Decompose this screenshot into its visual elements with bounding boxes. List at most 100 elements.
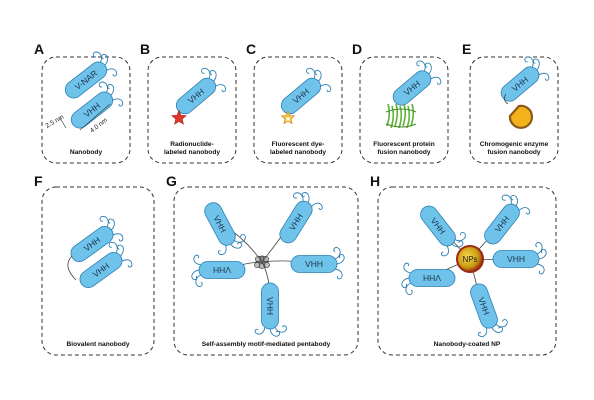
panel-g-frame (173, 186, 359, 356)
panel-g-vhh-domain-4-loop-2 (336, 253, 345, 265)
panel-f-vhh-domain-1-loop-1 (99, 215, 109, 228)
panel-b-frame (147, 56, 237, 164)
panel-h-vhh-domain-4-loop-2 (538, 248, 547, 260)
panel-g-letter: G (166, 173, 177, 189)
panel-g-vhh-domain-1-loop-2 (230, 242, 243, 249)
panel-d-barrel-strand (410, 103, 415, 127)
panel-a-vhh-domain-loop-3 (112, 98, 124, 107)
panel-b-caption-line-2: labeled nanobody (164, 149, 220, 156)
panel-e-frame (469, 56, 559, 164)
panel-a-vnar-domain: V-NAR (64, 51, 118, 99)
panel-e-vhh-domain: VHH (500, 56, 550, 102)
panel-f-vhh-domain-2: VHH (79, 241, 133, 289)
panel-h-vhh-domain-3: VHH (401, 262, 456, 295)
panel-h-caption-line-1: Nanobody-coated NP (434, 341, 501, 348)
panel-f-vhh-domain-1-loop-2 (108, 218, 115, 231)
panel-d-caption-line-1: Fluorescent protein (373, 141, 435, 148)
panel-d-vhh-domain-loop-3 (430, 76, 442, 85)
panel-f-frame (41, 186, 155, 356)
panel-e-caption-line-2: fusion nanobody (487, 149, 540, 156)
panel-g-core-subunit (264, 262, 270, 268)
panel-h-vhh-domain-3-loop-2 (401, 277, 410, 289)
panel-g-caption-line-1: Self-assembly motif-mediated pentabody (202, 341, 331, 348)
panel-d-barrel-strand (386, 103, 391, 127)
panel-a-vhh-domain-loop-2 (107, 83, 115, 96)
panel-d-vhh-domain-loop-1 (416, 60, 426, 72)
panel-h-vhh-domain-3-loop-3 (403, 262, 412, 274)
panel-g-vhh-domain-4-loop-3 (334, 268, 343, 280)
panel-h-vhh-domain-1-loop-2 (451, 240, 464, 248)
panel-h-vhh-domain-3-loop-1 (405, 282, 413, 295)
panel-d-barrel-strand (398, 105, 403, 129)
panel-c-vhh-domain: VHH (280, 67, 332, 115)
panel-c-vhh-domain-loop-3 (320, 84, 332, 93)
panel-b-vhh-domain-loop-3 (215, 84, 227, 93)
panel-h-vhh-domain-4: VHH (492, 242, 547, 275)
panel-b-vhh-domain-loop-1 (201, 67, 211, 79)
panel-h-vhh-domain-2-loop-1 (501, 194, 512, 205)
panel-e-letter: E (462, 41, 471, 57)
panel-d-fluorescent-protein-icon (385, 103, 417, 129)
panel-a-frame (41, 56, 131, 164)
panel-h-letter: H (370, 173, 380, 189)
panel-g-vhh-domain-2-loop-1 (292, 192, 304, 202)
panel-c-caption-line-1: Fluorescent dye- (272, 141, 325, 148)
panel-a-vnar-domain-loop-1 (92, 51, 102, 63)
panel-e-vhh-domain-loop-3 (538, 72, 550, 81)
panel-h-vhh-domain-5-body (470, 283, 498, 329)
panel-c-vhh-domain-loop-2 (314, 70, 322, 82)
panel-f-vhh-domain-1-body (70, 225, 114, 263)
panel-g-vhh-domain-3: VHH (191, 254, 246, 287)
panel-h-vhh-domain-4-loop-3 (536, 263, 545, 275)
panel-d-barrel-rim (385, 108, 417, 128)
panel-d-frame (359, 56, 449, 164)
panel-e-vhh-domain-body (500, 66, 540, 102)
panel-b-caption-line-1: Radionuclide- (170, 141, 214, 148)
panel-c-letter: C (246, 41, 256, 57)
panel-e-vhh-domain-loop-2 (532, 58, 540, 71)
panel-a-vnar-domain-loop-2 (101, 53, 109, 66)
panel-f-caption-line-1: Biovalent nanobody (66, 341, 129, 348)
panel-c-caption-line-2: labeled nanobody (270, 149, 326, 156)
panel-f-vhh-domain-1: VHH (70, 215, 124, 263)
panel-h-vhh-domain-1-loop-1 (454, 231, 466, 242)
panel-g-vhh-domain-4: VHH (290, 247, 345, 280)
panel-g-vhh-domain-5-loop-3 (254, 326, 266, 335)
panel-f-vhh-domain-2-loop-1 (108, 241, 118, 254)
panel-h-vhh-domain-5-loop-1 (495, 319, 508, 328)
panel-g-core-subunit (254, 262, 260, 268)
panel-h-vhh-domain-4-loop-1 (535, 242, 543, 255)
panel-a-vhh-domain-loop-1 (98, 81, 108, 93)
panel-g-vhh-domain-3-label: VHH (213, 265, 231, 275)
panel-h-vhh-domain-5: VHH (470, 283, 508, 337)
panel-h-vhh-domain-5-loop-2 (491, 326, 504, 333)
panel-g-vhh-domain-3-loop-2 (191, 269, 200, 281)
panel-h-vhh-domain-4-label: VHH (507, 254, 525, 264)
panel-h-vhh-domain-1-loop-3 (440, 245, 449, 257)
panel-a-vhh-domain: VHH (70, 81, 124, 129)
panel-f-vhh-domain-2-body (79, 251, 123, 289)
panel-d-letter: D (352, 41, 362, 57)
panel-h-nanoparticle-label: NPs (462, 255, 477, 264)
panel-g-vhh-domain-4-loop-1 (333, 247, 341, 260)
panel-a-letter: A (34, 41, 44, 57)
panel-g-vhh-domain-2-loop-2 (301, 192, 310, 203)
panel-b-vhh-domain-loop-2 (209, 70, 217, 82)
panel-f-vhh-domain-2-loop-2 (117, 244, 124, 257)
panel-h-nanoparticle-sphere-icon (456, 245, 484, 273)
panel-h-vhh-domain-5-loop-3 (478, 327, 488, 337)
panel-a-width-dim-line (59, 117, 67, 129)
panel-f-linker (67, 255, 77, 281)
panel-b-letter: B (140, 41, 150, 57)
panel-g-vhh-domain-2: VHH (279, 192, 323, 244)
panel-d-barrel-strand (390, 105, 395, 129)
panel-g-vhh-domain-3-loop-1 (195, 274, 203, 287)
panel-g-vhh-domain-4-label: VHH (305, 259, 323, 269)
panel-g-vhh-domain-5-loop-1 (274, 325, 287, 333)
panel-e-vhh-domain-loop-1 (524, 56, 534, 68)
panel-d-vhh-domain-loop-2 (424, 62, 432, 75)
panel-d-barrel-strand (402, 103, 407, 127)
panel-h-vhh-domain-1: VHH (420, 205, 466, 257)
panel-f-letter: F (34, 173, 43, 189)
panel-f-vhh-domain-2-loop-3 (121, 259, 133, 268)
